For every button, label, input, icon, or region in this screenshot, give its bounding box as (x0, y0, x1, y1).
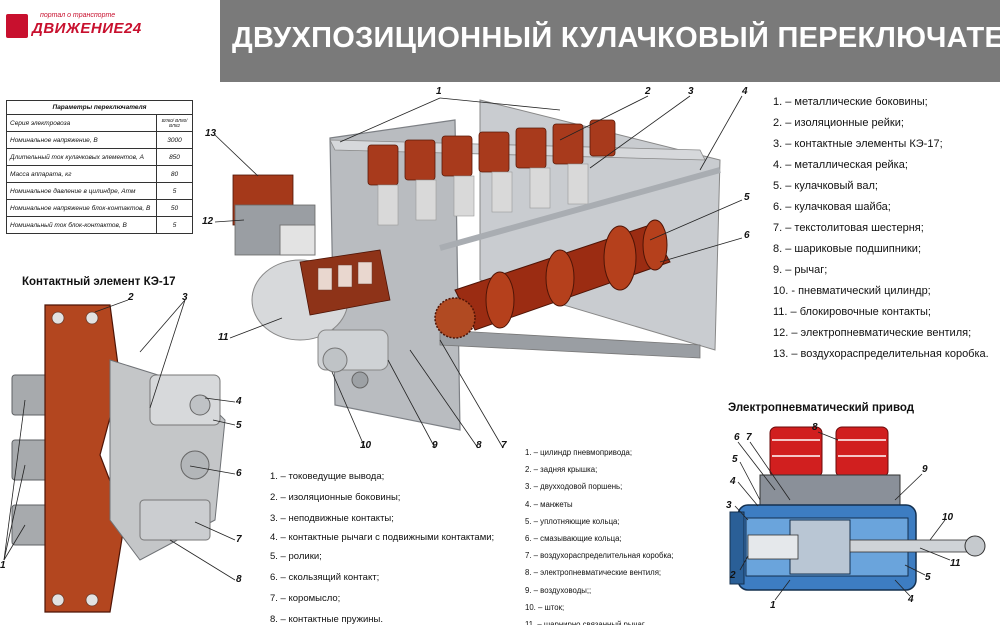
list-item: 1. – токоведущие вывода; (270, 471, 385, 482)
callout-drive-3: 3 (726, 500, 732, 511)
list-item: 11. – блокировочные контакты; (773, 306, 931, 318)
title-bar: ДВУХПОЗИЦИОННЫЙ КУЛАЧКОВЫЙ ПЕРЕКЛЮЧАТЕЛЬ (220, 0, 1000, 82)
list-item: 3. – двухходовой поршень; (525, 482, 623, 492)
param-value: 5 (156, 216, 193, 234)
list-item: 6. – скользящий контакт; (270, 572, 380, 583)
drive-title: Электропневматический привод (728, 402, 915, 414)
callout-ke-1: 1 (0, 560, 6, 571)
callout-drive-5: 5 (732, 454, 738, 465)
callout-ke-7: 7 (236, 534, 242, 545)
list-item: 1. – металлические боковины; (773, 96, 928, 108)
callout-main-13: 13 (205, 128, 217, 139)
list-item: 1. – цилиндр пневмопривода; (525, 448, 633, 457)
logo-mark-icon (6, 14, 28, 38)
page-title: ДВУХПОЗИЦИОННЫЙ КУЛАЧКОВЫЙ ПЕРЕКЛЮЧАТЕЛЬ (232, 22, 1000, 54)
list-item: 2. – изоляционные боковины; (270, 492, 401, 503)
ke17-illustration (11, 304, 226, 613)
list-item: 9. – рычаг; (773, 264, 828, 276)
ke17-list: 1. – токоведущие вывода; 2. – изоляционн… (270, 466, 500, 625)
list-item: 2. – задняя крышка; (525, 465, 598, 475)
callout-drive-11: 11 (950, 558, 961, 569)
callout-drive-8: 8 (812, 422, 818, 433)
callout-main-2: 2 (645, 86, 651, 97)
parts-list: 1. – металлические боковины; 2. – изоляц… (773, 92, 993, 365)
list-item: 3. – неподвижные контакты; (270, 513, 394, 524)
logo: портал о транспорте ДВИЖЕНИЕ24 (6, 6, 156, 42)
callout-main-11: 11 (218, 332, 229, 343)
list-item: 4. – металлическая рейка; (773, 159, 908, 171)
list-item: 13. – воздухораспределительная коробка. (773, 348, 989, 360)
list-item: 8. – контактные пружины. (270, 614, 383, 625)
callout-ke-5: 5 (236, 420, 242, 431)
list-item: 12. – электропневматические вентиля; (773, 327, 972, 339)
callout-drive-4: 4 (730, 476, 736, 487)
logo-brand: ДВИЖЕНИЕ24 (32, 20, 142, 37)
callout-main-9: 9 (432, 440, 438, 451)
callout-ke-6: 6 (236, 468, 242, 479)
list-item: 6. – смазывающие кольца; (525, 534, 622, 544)
list-item: 5. – ролики; (270, 551, 322, 562)
drive-list: 1. – цилиндр пневмопривода; 2. – задняя … (525, 444, 674, 625)
callout-main-4: 4 (742, 86, 748, 97)
list-item: 2. – изоляционные рейки; (773, 117, 904, 129)
callout-main-6: 6 (744, 230, 750, 241)
callout-drive-2: 2 (730, 570, 736, 581)
callout-drive-1: 1 (770, 600, 776, 611)
callout-drive-10: 10 (942, 512, 954, 523)
list-item: 10. - пневматический цилиндр; (773, 285, 931, 297)
callout-ke-2: 2 (128, 292, 134, 303)
callout-ke-8: 8 (236, 574, 242, 585)
list-item: 5. – уплотняющие кольца; (525, 516, 620, 526)
drive-illustration (729, 426, 986, 591)
params-table: Параметры переключателя Серия электровоз… (6, 100, 193, 234)
ke17-title: Контактный элемент КЭ-17 (22, 276, 176, 288)
list-item: 3. – контактные элементы КЭ-17; (773, 138, 943, 150)
callout-main-8: 8 (476, 440, 482, 451)
list-item: 11. – шарнирно связанный рычаг. (525, 620, 646, 625)
callout-ke-3: 3 (182, 292, 188, 303)
callout-main-10: 10 (360, 440, 372, 451)
callout-drive-5b: 5 (925, 572, 931, 583)
list-item: 4. – контактные рычаги с подвижными конт… (270, 532, 495, 543)
callout-main-12: 12 (202, 216, 214, 227)
list-item: 9. – воздуховоды;; (525, 585, 592, 595)
callout-main-7: 7 (501, 440, 507, 451)
list-item: 5. – кулачковый вал; (773, 180, 878, 192)
cam-switch-illustration (232, 99, 721, 431)
callout-main-1: 1 (436, 86, 442, 97)
callout-ke-4: 4 (236, 396, 242, 407)
list-item: 6. – кулачковая шайба; (773, 201, 891, 213)
callout-drive-4b: 4 (908, 594, 914, 605)
list-item: 7. – коромысло; (270, 593, 341, 604)
callout-drive-6: 6 (734, 432, 740, 443)
param-value: ВЛ60/ ВЛ80/ ВЛ82 (156, 114, 193, 132)
callout-drive-7: 7 (746, 432, 752, 443)
param-value: 5 (156, 182, 193, 200)
list-item: 7. – текстолитовая шестерня; (773, 222, 924, 234)
callout-drive-9: 9 (922, 464, 928, 475)
list-item: 4. – манжеты (525, 499, 573, 509)
list-item: 7. – воздухораспределительная коробка; (525, 551, 674, 561)
list-item: 8. – электропневматические вентиля; (525, 568, 662, 578)
callout-main-3: 3 (688, 86, 694, 97)
callout-main-5: 5 (744, 192, 750, 203)
list-item: 10. – шток; (525, 602, 565, 612)
list-item: 8. – шариковые подшипники; (773, 243, 921, 255)
logo-tagline: портал о транспорте (40, 12, 116, 19)
